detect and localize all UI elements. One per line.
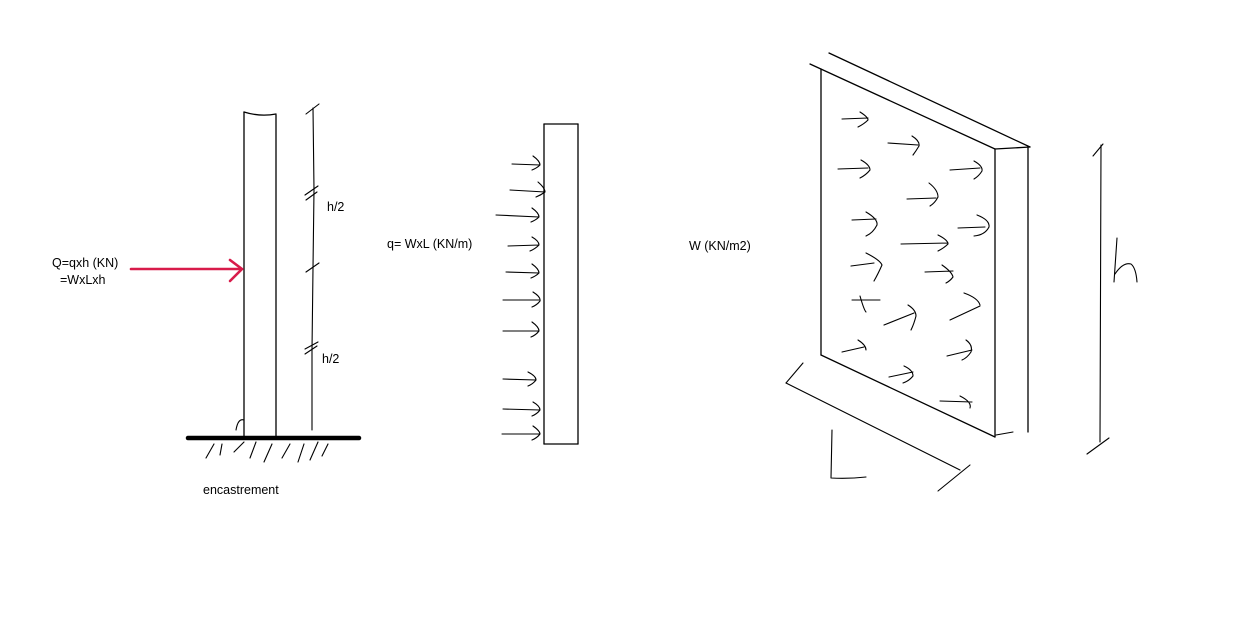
half-height-label-upper: h/2 (327, 200, 345, 214)
line-load-column (543, 123, 579, 445)
cantilever-column (235, 111, 277, 439)
point-load-label-line1: Q=qxh (KN) (52, 256, 119, 270)
point-load-label-line2: =WxLxh (60, 273, 106, 287)
surface-load-label: W (KN/m2) (689, 239, 751, 253)
line-load-label: q= WxL (KN/m) (387, 237, 473, 251)
distributed-load-arrows (495, 155, 546, 441)
half-height-label-lower: h/2 (322, 352, 340, 366)
surface-pressure-arrows (837, 111, 990, 409)
height-symbol (1113, 237, 1138, 283)
length-dimension-line (785, 362, 971, 492)
height-dimension-line (304, 103, 320, 431)
point-load-arrow (129, 258, 244, 283)
length-symbol (830, 429, 867, 479)
wall-panel (809, 52, 1031, 438)
fixed-support-ground (185, 435, 362, 463)
panel-height-dimension-line (1086, 143, 1110, 455)
fixed-support-label: encastrement (203, 483, 279, 497)
